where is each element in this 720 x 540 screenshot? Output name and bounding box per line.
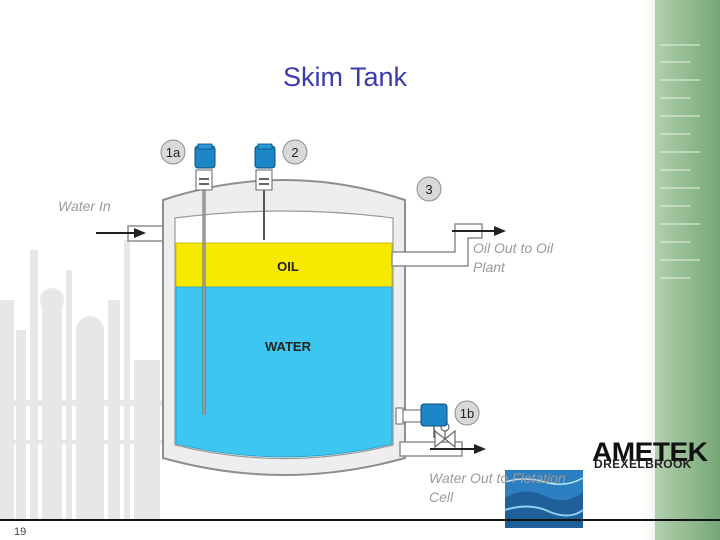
transmitter-1b-icon — [395, 403, 448, 438]
water-layer — [175, 286, 393, 458]
callout-2-label: 2 — [291, 145, 298, 160]
drexelbrook-logo-text: DREXELBROOK — [594, 457, 692, 471]
callout-3-label: 3 — [425, 182, 432, 197]
water-in-label: Water In — [58, 198, 111, 214]
oil-layer-label: OIL — [277, 259, 299, 274]
callout-1a: 1a — [160, 139, 186, 165]
oil-out-label-line2: Plant — [473, 259, 506, 275]
slide-title: Skim Tank — [282, 62, 408, 92]
ametek-logo: AMETEK — [592, 437, 708, 467]
transmitter-1a-icon — [194, 143, 216, 191]
oil-outlet-pipe — [391, 223, 506, 267]
callout-1b-label: 1b — [460, 406, 474, 421]
callout-2: 2 — [282, 139, 308, 165]
callout-1a-label: 1a — [166, 145, 181, 160]
callout-1b: 1b — [454, 400, 480, 426]
water-outlet-pipe — [399, 422, 486, 457]
green-side-panel — [636, 0, 720, 540]
transmitter-2-icon — [254, 143, 276, 191]
water-photo-thumbnail — [504, 470, 584, 528]
footer-rule — [0, 519, 720, 521]
oil-out-label-line1: Oil Out to Oil — [473, 240, 554, 256]
water-out-label-line1: Water Out to Flotation — [429, 470, 566, 486]
water-layer-label: WATER — [265, 339, 312, 354]
water-inlet-pipe — [96, 225, 171, 242]
page-number: 19 — [14, 526, 27, 538]
callout-3: 3 — [416, 176, 442, 202]
water-out-label-line2: Cell — [429, 489, 454, 505]
